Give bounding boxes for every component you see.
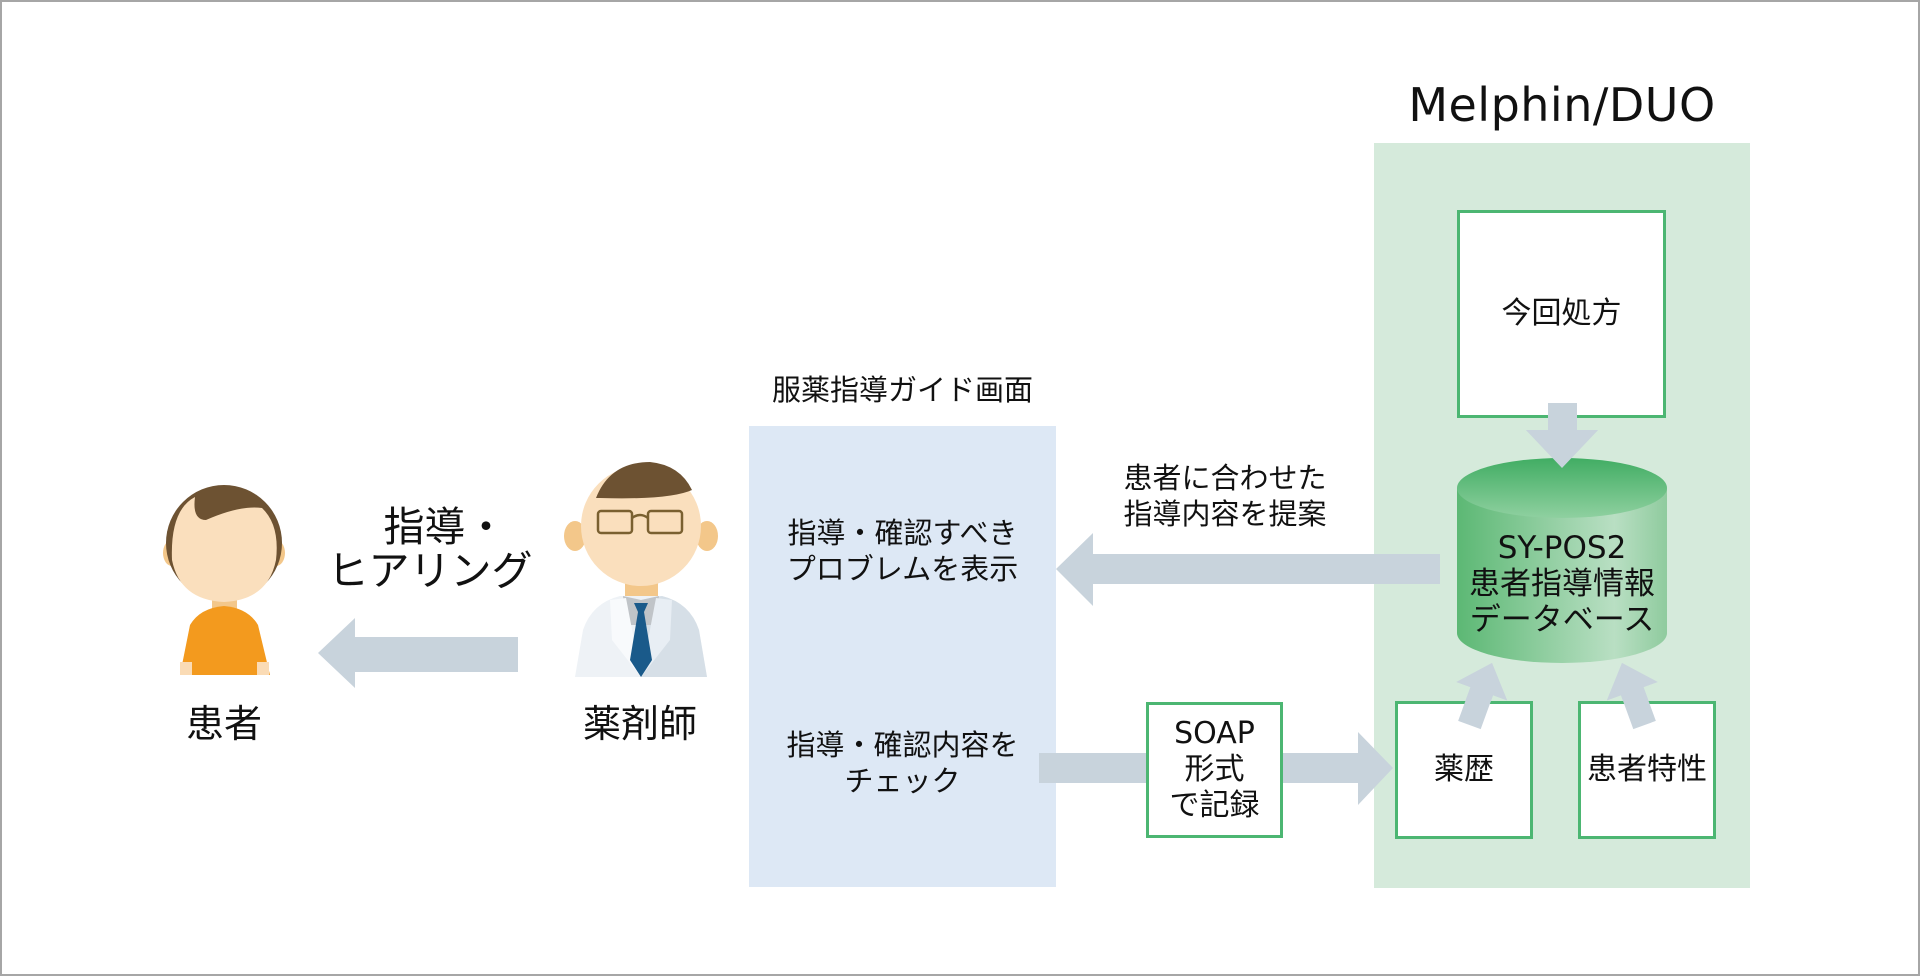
soap-line-1: SOAP bbox=[1174, 716, 1255, 751]
patient-avatar-icon bbox=[163, 485, 285, 675]
guide-screen-title: 服薬指導ガイド画面 bbox=[771, 373, 1033, 407]
medication-history-label: 薬歴 bbox=[1434, 752, 1494, 787]
soap-line-2: 形式 bbox=[1184, 752, 1245, 787]
prescription-label: 今回処方 bbox=[1501, 296, 1622, 331]
guide-screen-panel bbox=[749, 426, 1056, 887]
suggest-label-line-2: 指導内容を提案 bbox=[1123, 497, 1327, 531]
guide-check-line-2: チェック bbox=[844, 764, 961, 798]
patient-traits-label: 患者特性 bbox=[1587, 752, 1707, 787]
prescription-box: 今回処方 bbox=[1457, 210, 1666, 418]
guide-problem-line-2: プロブレムを表示 bbox=[786, 552, 1019, 586]
pharmacist-avatar-icon bbox=[564, 462, 718, 677]
system-title: Melphin/DUO bbox=[1408, 78, 1716, 132]
database-line-2: 患者指導情報 bbox=[1469, 566, 1655, 602]
suggest-label: 患者に合わせた 指導内容を提案 bbox=[1090, 460, 1360, 532]
guide-check-text: 指導・確認内容を チェック bbox=[749, 727, 1056, 799]
database-cylinder-icon bbox=[1457, 458, 1667, 663]
guidance-label-line-2: ヒアリング bbox=[327, 547, 533, 595]
medication-history-box: 薬歴 bbox=[1395, 701, 1533, 839]
database-line-1: SY-POS2 bbox=[1497, 530, 1627, 566]
database-label: SY-POS2 患者指導情報 データベース bbox=[1457, 530, 1667, 638]
guide-problem-text: 指導・確認すべき プロブレムを表示 bbox=[749, 515, 1056, 587]
guide-check-line-1: 指導・確認内容を bbox=[786, 728, 1019, 762]
arrow-suggest-left bbox=[1056, 533, 1440, 606]
arrow-guidance-left bbox=[318, 618, 518, 688]
guidance-label: 指導・ ヒアリング bbox=[310, 505, 550, 593]
patient-traits-box: 患者特性 bbox=[1578, 701, 1716, 839]
patient-label: 患者 bbox=[185, 702, 262, 746]
database-line-3: データベース bbox=[1469, 602, 1655, 638]
guidance-label-line-1: 指導・ bbox=[383, 503, 507, 551]
pharmacist-label: 薬剤師 bbox=[582, 702, 697, 746]
soap-line-3: で記録 bbox=[1169, 788, 1260, 823]
guide-problem-line-1: 指導・確認すべき bbox=[787, 516, 1018, 550]
suggest-label-line-1: 患者に合わせた bbox=[1123, 461, 1327, 495]
soap-record-box: SOAP 形式 で記録 bbox=[1146, 702, 1283, 838]
